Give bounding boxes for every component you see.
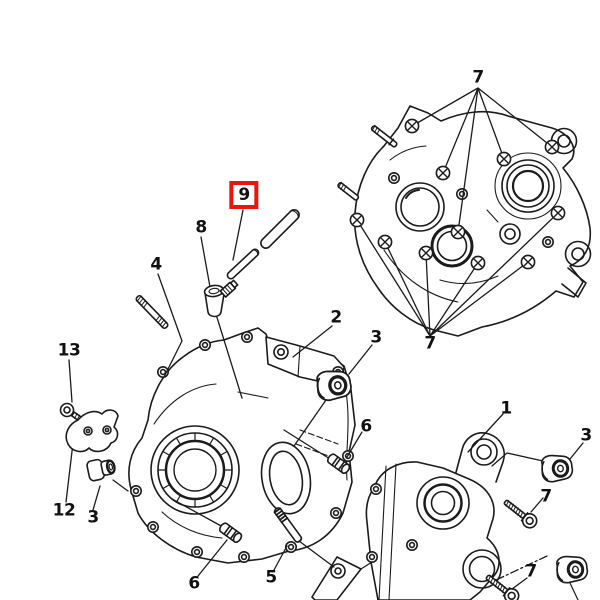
callout-leader-lines xyxy=(65,209,584,590)
callout-4[interactable]: 4 xyxy=(150,254,162,275)
stud-bolt-5 xyxy=(273,507,303,543)
socket-bolt-7-right xyxy=(500,495,541,532)
main-bearing-bore xyxy=(150,425,240,515)
screw-leader-lines xyxy=(356,87,559,337)
dowel-pin-9-small xyxy=(226,248,260,280)
callout-3-right[interactable]: 3 xyxy=(580,425,592,446)
callout-2[interactable]: 2 xyxy=(330,307,342,328)
callout-8[interactable]: 8 xyxy=(195,217,207,238)
grommet-3-left xyxy=(86,458,116,482)
callout-7-top[interactable]: 7 xyxy=(472,67,484,88)
callout-12[interactable]: 12 xyxy=(52,500,76,521)
callout-9-highlighted[interactable]: 9 xyxy=(229,181,259,209)
callout-3-left[interactable]: 3 xyxy=(87,507,99,528)
right-crankcase-half xyxy=(337,105,592,337)
callout-7-right[interactable]: 7 xyxy=(540,486,552,507)
case-stud xyxy=(337,181,360,201)
stopper-bracket-12 xyxy=(65,409,119,453)
callout-13[interactable]: 13 xyxy=(57,340,81,361)
callout-1[interactable]: 1 xyxy=(500,398,512,419)
callout-7-bottom[interactable]: 7 xyxy=(525,561,537,582)
breather-joint-8 xyxy=(203,279,239,318)
callout-5[interactable]: 5 xyxy=(265,567,277,588)
callout-6-right[interactable]: 6 xyxy=(360,416,372,437)
callout-3-upper[interactable]: 3 xyxy=(370,327,382,348)
callout-7-mid[interactable]: 7 xyxy=(424,333,436,354)
lower-right-crankcase xyxy=(311,432,579,600)
plug-3-right xyxy=(538,451,576,485)
plug-3-bottom-right xyxy=(553,552,591,586)
case-stud xyxy=(370,124,398,148)
stud-bolt-4 xyxy=(135,295,169,329)
callout-6-lower[interactable]: 6 xyxy=(188,573,200,594)
left-crankcase-half xyxy=(128,327,356,564)
dowel-pin-9-large xyxy=(260,209,300,249)
